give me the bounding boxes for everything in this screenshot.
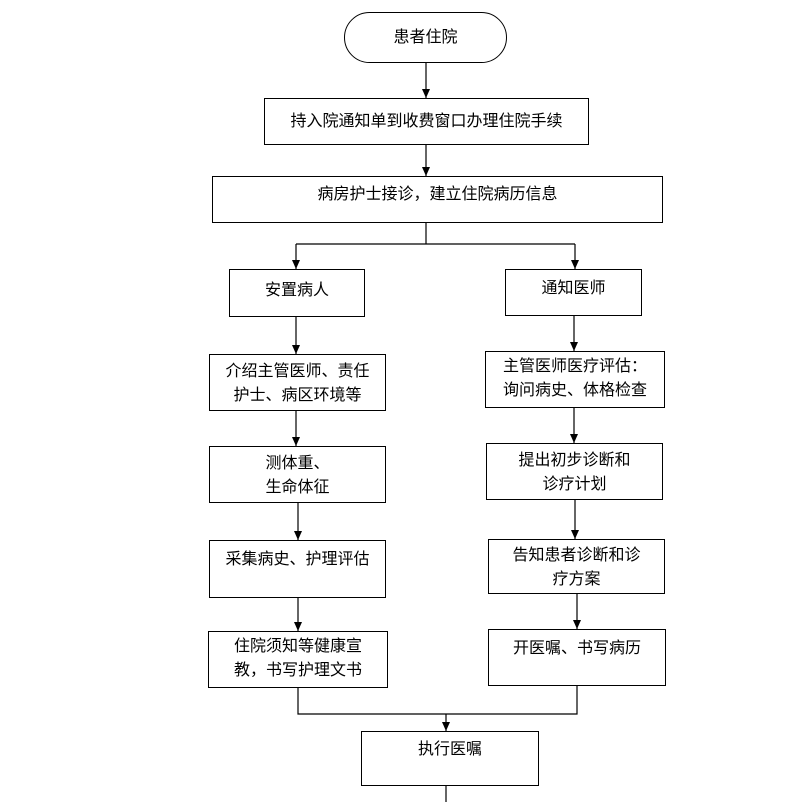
left-step-education-line2: 教，书写护理文书	[233, 660, 362, 679]
left-step-introduce-line1: 介绍主管医师、责任	[225, 361, 370, 380]
right-step-inform-line2: 疗方案	[552, 569, 601, 588]
left-step-introduce-line2: 护士、病区环境等	[233, 385, 362, 404]
right-step-assessment-line1: 主管医师医疗评估：	[502, 356, 647, 375]
right-step-diagnosis-line1: 提出初步诊断和	[518, 450, 631, 469]
left-step-vitals: 测体重、 生命体征	[209, 446, 386, 503]
right-step-diagnosis: 提出初步诊断和 诊疗计划	[486, 443, 663, 500]
right-step-assessment-line2: 询问病史、体格检查	[502, 380, 647, 399]
right-head-label: 通知医师	[541, 278, 606, 297]
left-step-introduce: 介绍主管医师、责任 护士、病区环境等	[209, 354, 386, 411]
right-step-diagnosis-line2: 诊疗计划	[542, 474, 607, 493]
right-step-inform: 告知患者诊断和诊 疗方案	[488, 539, 665, 594]
left-step-vitals-line2: 生命体征	[265, 477, 330, 496]
right-step-orders-label: 开医嘱、书写病历	[512, 638, 641, 657]
right-head-node: 通知医师	[505, 269, 642, 316]
final-node: 执行医嘱	[361, 731, 539, 786]
right-step-inform-line1: 告知患者诊断和诊	[512, 545, 641, 564]
step-admission: 持入院通知单到收费窗口办理住院手续	[264, 98, 589, 145]
right-step-assessment: 主管医师医疗评估： 询问病史、体格检查	[485, 351, 665, 408]
step-reception-label: 病房护士接诊，建立住院病历信息	[317, 184, 558, 203]
left-step-history: 采集病史、护理评估	[209, 540, 386, 598]
left-step-vitals-line1: 测体重、	[265, 453, 330, 472]
left-step-education: 住院须知等健康宣 教，书写护理文书	[208, 631, 388, 688]
right-step-orders: 开医嘱、书写病历	[488, 629, 666, 686]
connector-merge	[297, 686, 578, 715]
left-step-history-label: 采集病史、护理评估	[225, 549, 370, 568]
step-admission-label: 持入院通知单到收费窗口办理住院手续	[290, 111, 563, 130]
left-head-node: 安置病人	[229, 269, 365, 317]
start-node: 患者住院	[344, 12, 507, 63]
left-head-label: 安置病人	[264, 280, 329, 299]
final-label: 执行医嘱	[417, 739, 482, 758]
left-step-education-line1: 住院须知等健康宣	[233, 636, 362, 655]
start-label: 患者住院	[393, 27, 458, 46]
step-reception: 病房护士接诊，建立住院病历信息	[212, 176, 663, 223]
